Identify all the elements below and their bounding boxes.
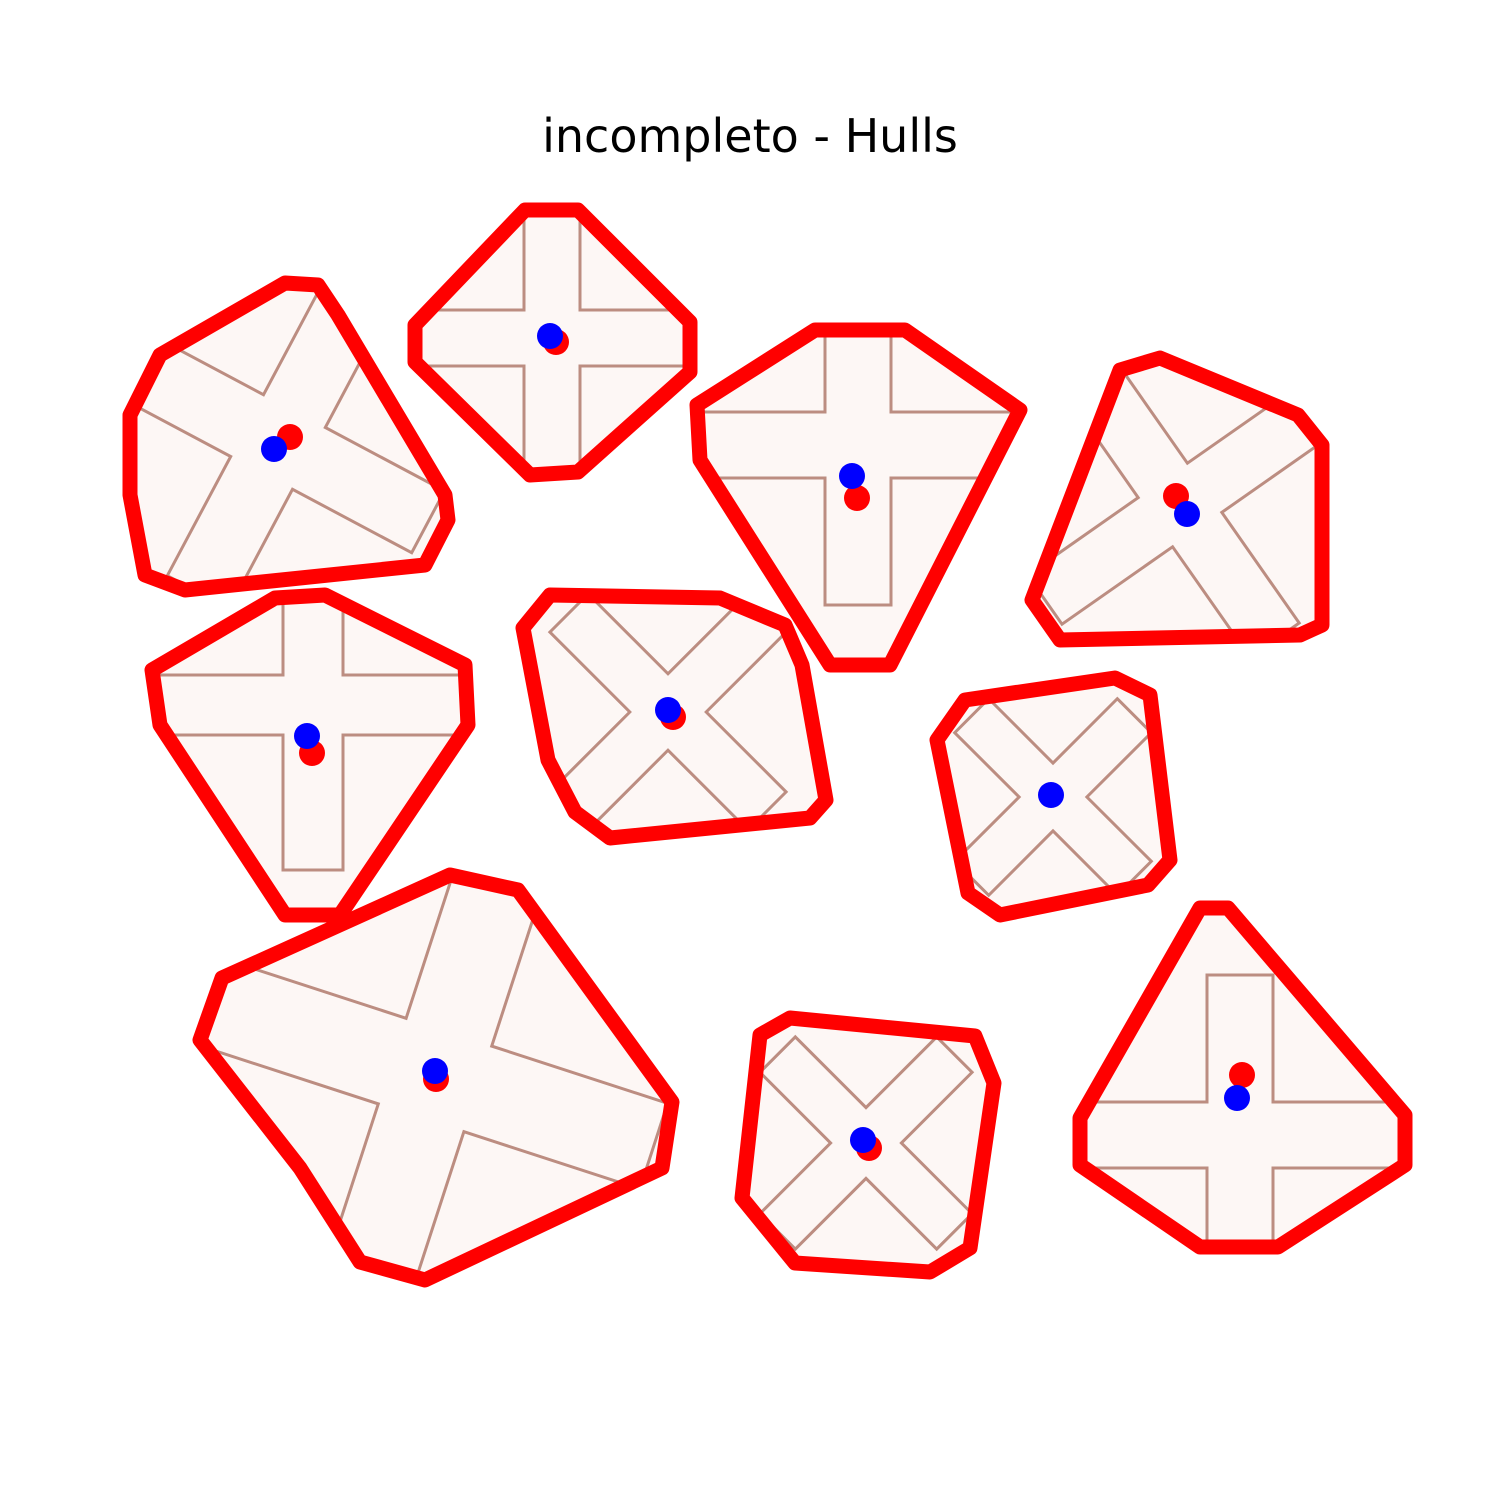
piece-8	[192, 867, 680, 1288]
piece-9	[734, 1010, 1002, 1280]
convex-hull-outline	[1024, 350, 1330, 648]
centroid-marker-blue	[261, 436, 287, 462]
centroid-marker-blue	[537, 323, 563, 349]
cross-groove	[757, 1034, 975, 1252]
piece-6	[515, 587, 834, 846]
piece-2	[407, 202, 698, 483]
convex-hull-outline	[515, 587, 834, 846]
centroid-marker-red	[844, 485, 870, 511]
cross-groove	[152, 595, 468, 872]
convex-hull-outline	[929, 670, 1178, 923]
centroid-marker-blue	[294, 723, 320, 749]
piece-1	[122, 275, 456, 598]
centroid-marker-red	[1229, 1062, 1255, 1088]
centroid-marker-blue	[1174, 501, 1200, 527]
piece-5	[144, 587, 476, 923]
cross-groove	[1032, 358, 1322, 640]
centroid-marker-blue	[1038, 782, 1064, 808]
piece-4	[1024, 350, 1330, 648]
convex-hull-outline	[407, 202, 698, 483]
figure-title: incompleto - Hulls	[542, 109, 958, 163]
cross-groove	[1080, 973, 1402, 1247]
centroid-marker-blue	[839, 463, 865, 489]
piece-3	[689, 322, 1028, 673]
piece-10	[1072, 900, 1413, 1255]
piece-7	[929, 670, 1178, 923]
centroid-marker-blue	[655, 697, 681, 723]
convex-hull-outline	[144, 587, 476, 923]
centroid-marker-blue	[850, 1127, 876, 1153]
convex-hull-outline	[1072, 900, 1413, 1255]
convex-hull-outline	[734, 1010, 1002, 1280]
centroid-marker-blue	[422, 1058, 448, 1084]
convex-hull-outline	[192, 867, 680, 1288]
pieces-layer	[122, 202, 1413, 1288]
convex-hull-outline	[689, 322, 1028, 673]
convex-hull-outline	[122, 275, 456, 598]
centroid-marker-blue	[1224, 1085, 1250, 1111]
